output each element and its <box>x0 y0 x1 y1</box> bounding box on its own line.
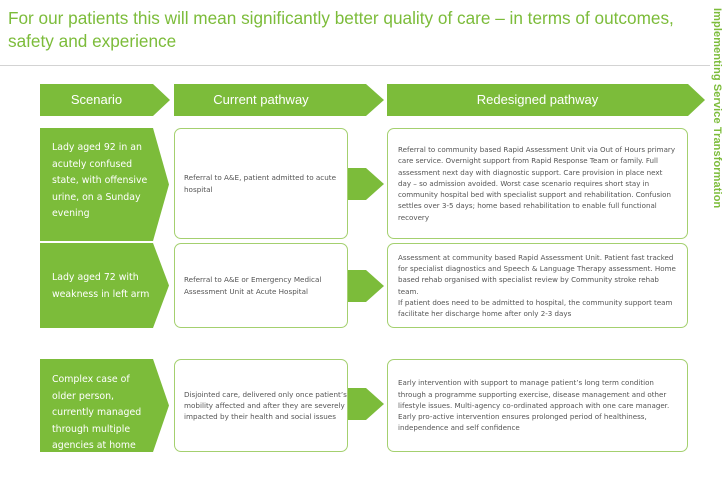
row-3-arrow-icon <box>348 388 384 420</box>
redesigned-pathway-1-text: Referral to community based Rapid Assess… <box>398 144 676 222</box>
scenario-3-arrow-icon <box>153 359 169 452</box>
current-pathway-1: Referral to A&E, patient admitted to acu… <box>174 128 348 239</box>
current-pathway-1-text: Referral to A&E, patient admitted to acu… <box>184 173 337 194</box>
current-pathway-2: Referral to A&E or Emergency Medical Ass… <box>174 243 348 328</box>
page-title: For our patients this will mean signific… <box>8 8 674 51</box>
header-scenario-arrow-icon <box>153 84 170 116</box>
redesigned-pathway-2: Assessment at community based Rapid Asse… <box>387 243 688 328</box>
redesigned-pathway-2-text: Assessment at community based Rapid Asse… <box>398 252 676 319</box>
redesigned-pathway-3: Early intervention with support to manag… <box>387 359 688 452</box>
current-pathway-3: Disjointed care, delivered only once pat… <box>174 359 348 452</box>
header-redesigned-arrow-icon <box>688 84 705 116</box>
header-current-arrow-icon <box>348 84 384 116</box>
header-redesigned-pathway: Redesigned pathway <box>387 84 688 116</box>
row-1-arrow-icon <box>348 168 384 200</box>
scenario-3: Complex case of older person, currently … <box>40 359 153 452</box>
redesigned-pathway-3-text: Early intervention with support to manag… <box>398 378 670 433</box>
redesigned-pathway-1: Referral to community based Rapid Assess… <box>387 128 688 239</box>
row-2-arrow-icon <box>348 270 384 302</box>
title-divider <box>0 65 710 66</box>
header-scenario: Scenario <box>40 84 153 116</box>
scenario-1-arrow-icon <box>153 128 169 241</box>
side-section-label: Implementing Service Transformation <box>711 8 723 209</box>
scenario-2: Lady aged 72 with weakness in left arm <box>40 243 153 328</box>
scenario-1: Lady aged 92 in an acutely confused stat… <box>40 128 153 241</box>
current-pathway-2-text: Referral to A&E or Emergency Medical Ass… <box>184 275 322 296</box>
current-pathway-3-text: Disjointed care, delivered only once pat… <box>184 389 347 422</box>
scenario-2-arrow-icon <box>153 243 169 328</box>
header-current-pathway: Current pathway <box>174 84 348 116</box>
